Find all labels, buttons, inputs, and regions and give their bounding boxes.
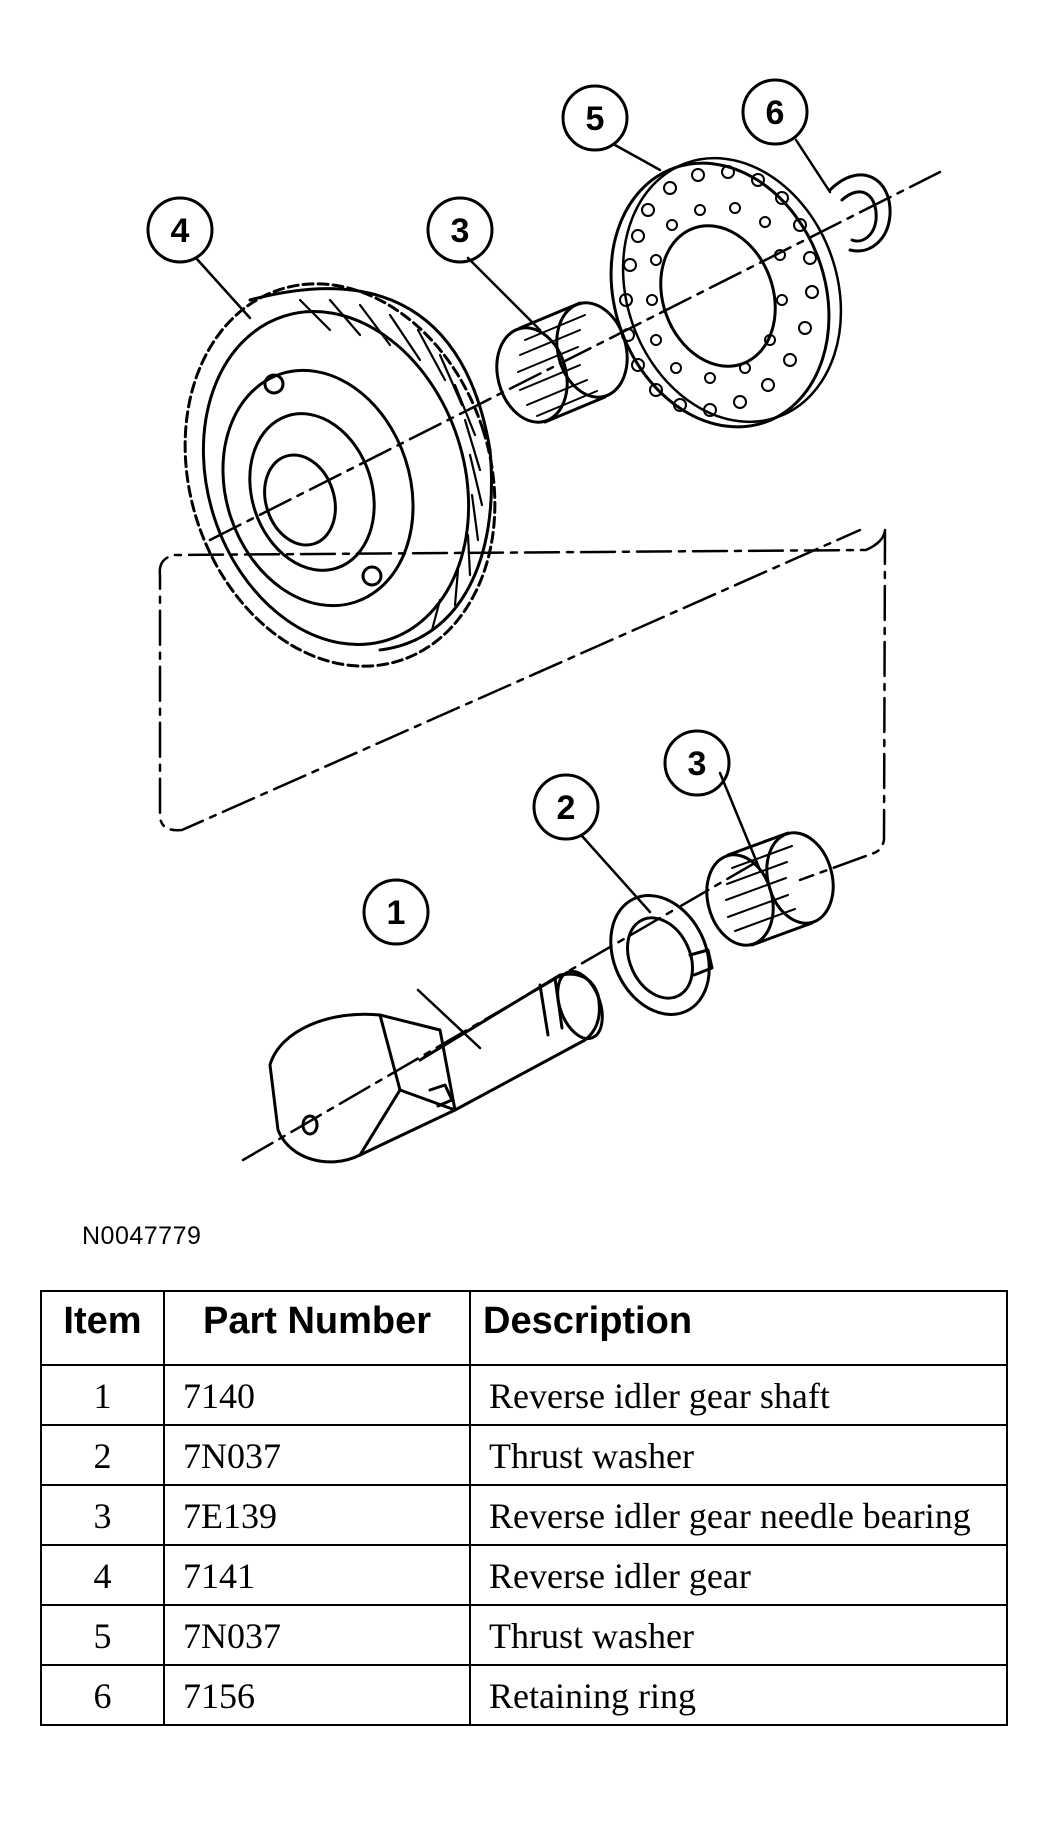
row-description: Reverse idler gear shaft: [469, 1364, 1008, 1426]
parts-table: Item Part Number Description 1 7140 Reve…: [40, 1290, 1008, 1726]
lower-bearing-body: [726, 831, 814, 947]
retaining-ring-drawing: [828, 173, 892, 253]
row-part-number: 7N037: [163, 1424, 471, 1486]
washer-outer-edge: [621, 156, 843, 424]
gear-hub-outer: [221, 368, 415, 608]
row-part-number: 7156: [163, 1664, 471, 1726]
header-part-number: Part Number: [163, 1290, 471, 1366]
row-item: 5: [40, 1604, 165, 1666]
exploded-view-diagram: 4 3 5 6 2 3 1: [146, 78, 942, 1164]
gear-rim: [201, 310, 471, 646]
row-item: 1: [40, 1364, 165, 1426]
gear-helical-teeth: [298, 298, 484, 632]
lower-bearing-needles: [725, 845, 796, 932]
upper-bearing-body: [518, 301, 607, 424]
row-part-number: 7140: [163, 1364, 471, 1426]
shaft-head-edge: [358, 1013, 457, 1157]
callout-label-3-upper: 3: [451, 212, 470, 250]
callout-circle-2: [532, 773, 600, 841]
lower-washer-outer: [609, 894, 711, 1016]
callout-label-4: 4: [171, 212, 190, 250]
callout-label-5: 5: [586, 100, 605, 138]
callout-circle-6: [741, 78, 809, 146]
gear-hole-bottom: [361, 565, 383, 587]
lower-washer-tab: [688, 948, 714, 977]
washer-inner: [659, 224, 777, 368]
header-description: Description: [469, 1290, 1008, 1366]
reverse-idler-gear-drawing: [183, 282, 497, 668]
row-description: Reverse idler gear needle bearing: [469, 1484, 1008, 1546]
row-item: 6: [40, 1664, 165, 1726]
callout-circle-3-lower: [663, 729, 731, 797]
routing-bracket-line: [158, 528, 887, 882]
row-description: Thrust washer: [469, 1604, 1008, 1666]
row-item: 3: [40, 1484, 165, 1546]
row-part-number: 7E139: [163, 1484, 471, 1546]
leader-lines: [194, 138, 832, 1050]
upper-needle-bearing-drawing: [495, 301, 629, 424]
row-item: 2: [40, 1424, 165, 1486]
table-row: 4 7141 Reverse idler gear: [40, 1544, 1008, 1606]
upper-thrust-washer-drawing: [609, 156, 843, 429]
row-item: 4: [40, 1544, 165, 1606]
callout-label-3-lower: 3: [688, 745, 707, 783]
table-row: 1 7140 Reverse idler gear shaft: [40, 1364, 1008, 1426]
shaft-notch: [428, 1083, 454, 1108]
upper-axis-line: [208, 170, 942, 542]
lower-washer-inner: [626, 916, 694, 1000]
table-row: 5 7N037 Thrust washer: [40, 1604, 1008, 1666]
shaft-collar: [538, 976, 564, 1037]
lower-thrust-washer-drawing: [609, 894, 714, 1016]
callout-label-6: 6: [766, 94, 785, 132]
table-row: 2 7N037 Thrust washer: [40, 1424, 1008, 1486]
idler-shaft-drawing: [268, 969, 604, 1164]
shaft-oil-hole: [301, 1114, 319, 1136]
table-row: 6 7156 Retaining ring: [40, 1664, 1008, 1726]
gear-hole-top: [263, 373, 285, 395]
callout-label-1: 1: [387, 894, 406, 932]
row-description: Reverse idler gear: [469, 1544, 1008, 1606]
row-part-number: 7141: [163, 1544, 471, 1606]
figure-id: N0047779: [82, 1222, 202, 1250]
gear-bore: [263, 453, 337, 547]
header-item: Item: [40, 1290, 165, 1366]
row-description: Retaining ring: [469, 1664, 1008, 1726]
upper-bearing-needles: [517, 314, 598, 417]
shaft-head: [268, 1012, 457, 1164]
washer-oil-holes: [619, 165, 819, 417]
table-header-row: Item Part Number Description: [40, 1290, 1008, 1366]
row-description: Thrust washer: [469, 1424, 1008, 1486]
callout-circle-4: [146, 196, 214, 264]
callout-circle-1: [362, 878, 430, 946]
table-row: 3 7E139 Reverse idler gear needle bearin…: [40, 1484, 1008, 1546]
lower-needle-bearing-drawing: [705, 831, 835, 947]
callout-label-2: 2: [557, 789, 576, 827]
callout-circle-5: [561, 84, 629, 152]
row-part-number: 7N037: [163, 1604, 471, 1666]
gear-hub-inner: [248, 412, 376, 572]
gear-teeth-outline: [183, 282, 497, 668]
callout-circle-3-upper: [426, 196, 494, 264]
gear-helical-face: [248, 287, 493, 652]
